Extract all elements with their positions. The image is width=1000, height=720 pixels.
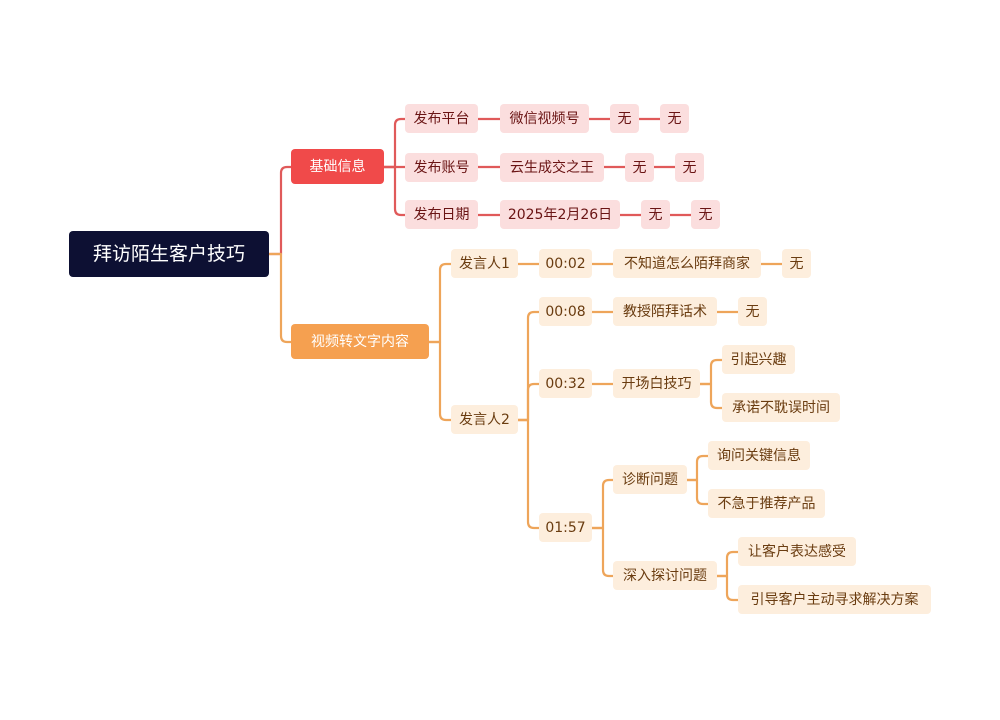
connector-line [516,310,541,422]
connector-line [590,478,615,530]
topic-speaker1-none[interactable]: 无 [782,249,811,278]
connector-line [590,526,615,578]
connector-line [427,262,453,344]
branch-video-transcript[interactable]: 视频转文字内容 [291,324,429,359]
topic-unsure-how-to-visit[interactable]: 不知道怎么陌拜商家 [613,249,761,278]
topic-platform-value[interactable]: 微信视频号 [500,104,589,133]
topic-speaker-2[interactable]: 发言人2 [451,405,518,434]
topic-diagnose-problem[interactable]: 诊断问题 [613,465,687,494]
topic-date-value[interactable]: 2025年2月26日 [500,200,620,229]
topic-platform-none-2[interactable]: 无 [660,104,689,133]
topic-explore-problem[interactable]: 深入探讨问题 [613,561,717,590]
topic-no-rush-recommend[interactable]: 不急于推荐产品 [708,489,825,518]
topic-arouse-interest[interactable]: 引起兴趣 [722,345,795,374]
topic-teach-none[interactable]: 无 [738,297,767,326]
topic-opening-skills[interactable]: 开场白技巧 [613,369,700,398]
connector-line [698,382,724,410]
topic-speaker-1[interactable]: 发言人1 [451,249,518,278]
connector-line [267,252,293,344]
topic-ask-key-info[interactable]: 询问关键信息 [708,441,810,470]
connector-line [267,165,293,256]
topic-guide-customer-solution[interactable]: 引导客户主动寻求解决方案 [738,585,931,614]
topic-date-none-2[interactable]: 无 [691,200,720,229]
topic-platform-none-1[interactable]: 无 [610,104,639,133]
topic-promise-no-delay[interactable]: 承诺不耽误时间 [722,393,840,422]
connector-line [685,454,710,482]
topic-account-value[interactable]: 云生成交之王 [500,153,604,182]
topic-publish-account[interactable]: 发布账号 [405,153,478,182]
topic-publish-date[interactable]: 发布日期 [405,200,478,229]
connector-line [382,117,407,169]
topic-let-customer-express[interactable]: 让客户表达感受 [738,537,856,566]
connector-line [382,165,407,217]
connector-line [715,574,740,602]
topic-time-0157[interactable]: 01:57 [539,513,592,542]
connector-line [715,550,740,578]
topic-date-none-1[interactable]: 无 [641,200,670,229]
connector-line [427,340,453,422]
connector-line [685,478,710,506]
topic-account-none-1[interactable]: 无 [625,153,654,182]
topic-publish-platform[interactable]: 发布平台 [405,104,478,133]
topic-time-0002[interactable]: 00:02 [539,249,592,278]
connector-line [516,418,541,530]
root-topic[interactable]: 拜访陌生客户技巧 [69,231,269,277]
branch-basic-info[interactable]: 基础信息 [291,149,384,184]
topic-account-none-2[interactable]: 无 [675,153,704,182]
topic-time-0008[interactable]: 00:08 [539,297,592,326]
connector-line [516,382,541,422]
connector-line [698,358,724,386]
topic-time-0032[interactable]: 00:32 [539,369,592,398]
topic-teach-script[interactable]: 教授陌拜话术 [613,297,717,326]
